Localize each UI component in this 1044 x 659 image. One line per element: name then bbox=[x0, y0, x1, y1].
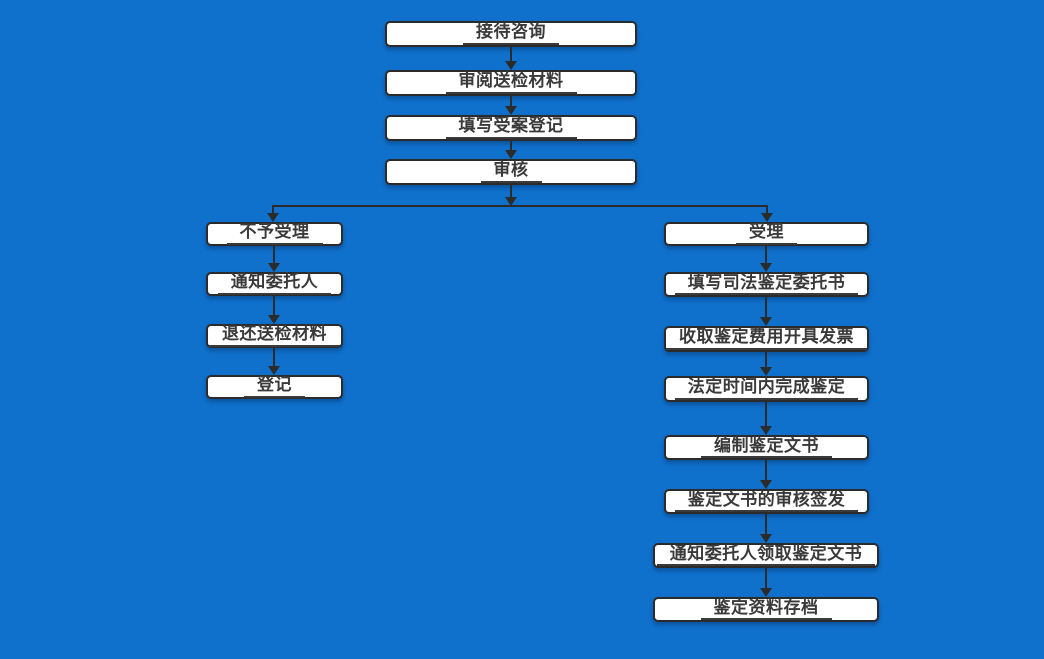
flow-node-notify-collect-document-label: 通知委托人领取鉴定文书 bbox=[656, 544, 876, 567]
flow-node-case-registration-label: 填写受案登记 bbox=[445, 117, 577, 139]
flow-node-complete-appraisal: 法定时间内完成鉴定 bbox=[664, 376, 869, 402]
arrow-down bbox=[505, 141, 517, 159]
flow-node-notify-client: 通知委托人 bbox=[206, 272, 343, 296]
flow-node-notify-client-label: 通知委托人 bbox=[217, 273, 332, 295]
flow-node-reception-consultation: 接待咨询 bbox=[385, 21, 637, 47]
arrow-down bbox=[267, 207, 279, 222]
arrow-down bbox=[760, 568, 772, 597]
arrowhead-icon bbox=[505, 106, 517, 115]
flow-node-notify-collect-document: 通知委托人领取鉴定文书 bbox=[653, 543, 879, 568]
flow-node-review-materials-label: 审阅送检材料 bbox=[445, 72, 577, 94]
branch-connector-line bbox=[272, 205, 768, 207]
arrowhead-icon bbox=[760, 534, 772, 543]
arrow-down bbox=[268, 246, 280, 272]
flow-node-registration-label: 登记 bbox=[244, 376, 305, 398]
arrow-down bbox=[268, 348, 280, 375]
arrowhead-icon bbox=[760, 367, 772, 376]
flow-node-acceptance-label: 受理 bbox=[736, 223, 797, 245]
flow-node-rejection: 不予受理 bbox=[206, 222, 343, 246]
flow-node-review-sign-document: 鉴定文书的审核签发 bbox=[664, 489, 869, 514]
flow-node-registration: 登记 bbox=[206, 375, 343, 399]
arrow-down bbox=[505, 47, 517, 70]
flow-node-return-materials-label: 退还送检材料 bbox=[209, 325, 340, 347]
arrowhead-icon bbox=[761, 213, 773, 222]
flow-node-draft-document: 编制鉴定文书 bbox=[664, 435, 869, 460]
arrow-down bbox=[760, 352, 772, 376]
arrowhead-icon bbox=[268, 315, 280, 324]
arrowhead-icon bbox=[268, 263, 280, 272]
flow-node-complete-appraisal-label: 法定时间内完成鉴定 bbox=[674, 378, 859, 400]
arrowhead-icon bbox=[505, 150, 517, 159]
arrowhead-icon bbox=[505, 197, 517, 206]
arrowhead-icon bbox=[760, 480, 772, 489]
flow-node-reception-consultation-label: 接待咨询 bbox=[463, 23, 559, 45]
flow-node-archive-materials: 鉴定资料存档 bbox=[653, 597, 879, 622]
flow-node-case-registration: 填写受案登记 bbox=[385, 115, 637, 141]
flow-node-review-sign-document-label: 鉴定文书的审核签发 bbox=[674, 490, 859, 513]
arrow-down bbox=[761, 207, 773, 222]
arrow-down bbox=[760, 402, 772, 435]
arrow-down bbox=[760, 514, 772, 543]
flow-node-fee-invoice: 收取鉴定费用开具发票 bbox=[664, 326, 869, 352]
arrowhead-icon bbox=[760, 263, 772, 272]
flow-node-draft-document-label: 编制鉴定文书 bbox=[701, 436, 832, 459]
arrow-down bbox=[505, 96, 517, 115]
flow-node-entrustment-letter: 填写司法鉴定委托书 bbox=[664, 272, 869, 297]
flow-node-entrustment-letter-label: 填写司法鉴定委托书 bbox=[674, 273, 859, 296]
flow-node-return-materials: 退还送检材料 bbox=[206, 324, 343, 348]
arrow-down bbox=[268, 296, 280, 324]
arrowhead-icon bbox=[760, 317, 772, 326]
arrow-down bbox=[505, 185, 517, 206]
flow-node-review: 审核 bbox=[385, 159, 637, 185]
flow-node-archive-materials-label: 鉴定资料存档 bbox=[700, 598, 832, 621]
flow-node-review-label: 审核 bbox=[480, 161, 542, 183]
arrowhead-icon bbox=[505, 61, 517, 70]
flow-node-rejection-label: 不予受理 bbox=[226, 223, 323, 245]
arrowhead-icon bbox=[760, 426, 772, 435]
arrowhead-icon bbox=[760, 588, 772, 597]
flow-node-acceptance: 受理 bbox=[664, 222, 869, 246]
arrowhead-icon bbox=[268, 366, 280, 375]
arrow-down bbox=[760, 460, 772, 489]
flow-node-review-materials: 审阅送检材料 bbox=[385, 70, 637, 96]
flow-node-fee-invoice-label: 收取鉴定费用开具发票 bbox=[666, 328, 867, 350]
arrow-down bbox=[760, 246, 772, 272]
arrowhead-icon bbox=[267, 213, 279, 222]
arrow-down bbox=[760, 297, 772, 326]
